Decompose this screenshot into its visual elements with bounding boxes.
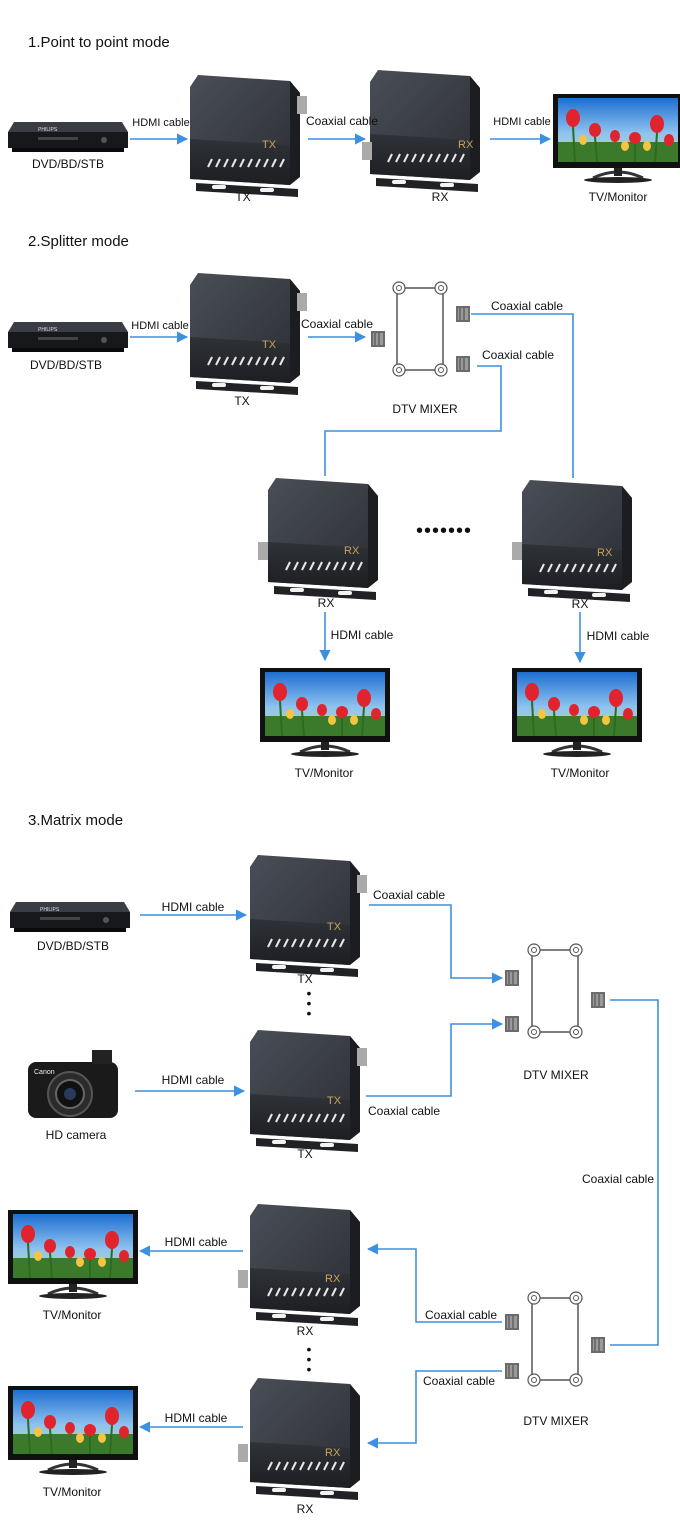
- tv-icon: [6, 1208, 140, 1301]
- tv-icon: [510, 666, 644, 759]
- tv-label: TV/Monitor: [42, 1308, 102, 1322]
- section-title-matrix: 3.Matrix mode: [28, 812, 124, 829]
- tv-icon: [551, 92, 680, 185]
- hdmi-cable-label: HDMI cable: [330, 628, 394, 642]
- rx-extender-box: RX: [238, 1377, 361, 1501]
- more-receivers-dots: •••••••: [415, 520, 473, 542]
- more-transmitters-dots: • • •: [306, 985, 312, 1021]
- section-title-point-to-point: 1.Point to point mode: [28, 34, 170, 51]
- rx-extender-box: RX: [362, 69, 481, 193]
- section-title-splitter: 2.Splitter mode: [28, 233, 129, 250]
- hdmi-cable-label: HDMI cable: [131, 320, 189, 332]
- svg-text:RX: RX: [325, 1447, 341, 1459]
- svg-text:RX: RX: [344, 545, 360, 557]
- dvd-label: DVD/BD/STB: [29, 358, 103, 372]
- svg-text:TX: TX: [262, 139, 277, 151]
- coaxial-cable-label: Coaxial cable: [490, 299, 564, 313]
- rx-label: RX: [571, 597, 589, 611]
- tx-label: TX: [297, 972, 313, 986]
- hdmi-cable-label: HDMI cable: [493, 116, 551, 128]
- svg-text:RX: RX: [325, 1273, 341, 1285]
- rx-extender-box: RX: [512, 479, 633, 603]
- rx-label: RX: [431, 190, 449, 204]
- tv-label: TV/Monitor: [42, 1485, 102, 1499]
- hdmi-cable-label: HDMI cable: [164, 1411, 228, 1425]
- rx-extender-box: RX: [238, 1203, 361, 1327]
- mixer-icon: [504, 943, 606, 1039]
- dvd-player-icon: [10, 902, 130, 932]
- tx-extender-box: TX: [189, 74, 307, 198]
- coaxial-cable-label: Coaxial cable: [581, 1172, 655, 1186]
- tx-extender-box: TX: [249, 1029, 367, 1153]
- coaxial-cable-label: Coaxial cable: [367, 1104, 441, 1118]
- hdmi-cable-label: HDMI cable: [161, 900, 225, 914]
- svg-text:RX: RX: [458, 139, 474, 151]
- hdmi-cable-label: HDMI cable: [586, 629, 650, 643]
- svg-text:RX: RX: [597, 547, 613, 559]
- coaxial-cable-label: Coaxial cable: [300, 317, 374, 331]
- tv-icon: [258, 666, 392, 759]
- tv-label: TV/Monitor: [294, 766, 354, 780]
- dtv-mixer-label: DTV MIXER: [523, 1414, 589, 1428]
- coaxial-cable-label: Coaxial cable: [305, 114, 379, 128]
- mixer-icon: [504, 1291, 606, 1387]
- tx-label: TX: [234, 394, 250, 408]
- tv-icon: [6, 1384, 140, 1477]
- mixer-icon: [370, 281, 471, 377]
- hd-camera-label: HD camera: [45, 1128, 107, 1142]
- cable-lines: [130, 133, 659, 1449]
- svg-text:TX: TX: [262, 339, 277, 351]
- svg-text:TX: TX: [327, 1095, 342, 1107]
- tx-label: TX: [235, 190, 251, 204]
- camera-icon: [27, 1049, 119, 1119]
- rx-label: RX: [296, 1502, 314, 1516]
- dtv-mixer-label: DTV MIXER: [523, 1068, 589, 1082]
- rx-label: RX: [317, 596, 335, 610]
- rx-label: RX: [296, 1324, 314, 1338]
- tv-label: TV/Monitor: [588, 190, 648, 204]
- hdmi-cable-label: HDMI cable: [164, 1235, 228, 1249]
- dvd-label: DVD/BD/STB: [36, 939, 110, 953]
- coaxial-cable-label: Coaxial cable: [372, 888, 446, 902]
- dvd-label: DVD/BD/STB: [31, 157, 105, 171]
- rx-extender-box: RX: [258, 477, 379, 601]
- tx-label: TX: [297, 1147, 313, 1161]
- dvd-player-icon: [8, 122, 128, 152]
- tx-extender-box: TX: [189, 272, 307, 396]
- hdmi-cable-label: HDMI cable: [161, 1073, 225, 1087]
- hdmi-cable-label: HDMI cable: [132, 117, 190, 129]
- coaxial-cable-label: Coaxial cable: [422, 1374, 496, 1388]
- tx-extender-box: TX: [249, 854, 367, 978]
- svg-text:TX: TX: [327, 921, 342, 933]
- dvd-player-icon: [8, 322, 128, 352]
- coaxial-cable-label: Coaxial cable: [424, 1308, 498, 1322]
- dtv-mixer-label: DTV MIXER: [392, 402, 458, 416]
- coaxial-cable-label: Coaxial cable: [481, 348, 555, 362]
- more-receivers-dots: • • •: [306, 1341, 312, 1377]
- tv-label: TV/Monitor: [550, 766, 610, 780]
